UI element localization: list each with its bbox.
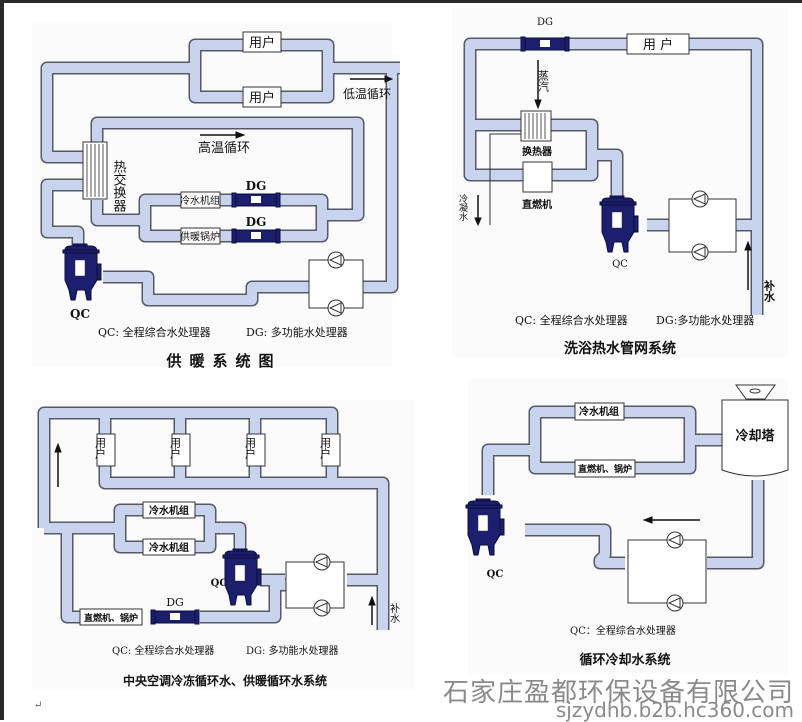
watermark-url: sjzydhb.b2b.hc360.com — [555, 698, 794, 722]
steam-label: 蒸汽 — [537, 70, 550, 92]
chiller-label: 冷水机组 — [180, 194, 220, 207]
makeup-label: 补水 — [388, 602, 400, 623]
window-top-border — [0, 0, 802, 3]
legend-qc: QC：全程综合水处理器 — [570, 624, 676, 637]
boiler-box — [180, 227, 221, 245]
pump-icon — [691, 190, 709, 208]
arrow-head-icon — [642, 516, 653, 524]
chiller-box-2 — [142, 538, 196, 556]
chiller-label: 冷水机组 — [579, 405, 619, 418]
arrow-head-icon — [534, 99, 542, 110]
pump-group — [668, 190, 737, 261]
chiller-box-1 — [142, 501, 196, 519]
high-temp-label: 高温循环 — [198, 140, 250, 156]
cooling-water-diagram: 冷水机组 直燃机、锅炉 冷却塔 QC QC：全程综合水处理器 循环冷却水系统 — [465, 378, 789, 674]
arrow-head-icon — [54, 442, 62, 453]
user-label-2: 用户 — [169, 437, 182, 460]
cooling-tower-icon — [721, 384, 789, 477]
user-box-1 — [96, 433, 116, 467]
pump-icon — [327, 299, 345, 317]
pump-icon — [327, 251, 345, 269]
user-box-2 — [242, 86, 282, 108]
pipes — [463, 37, 764, 315]
arrow-head-icon — [235, 131, 246, 139]
burner-boiler-label: 直燃机、锅炉 — [84, 612, 138, 624]
window-left-border — [0, 0, 4, 720]
user-label-1: 用户 — [249, 35, 275, 51]
direct-fired-box — [522, 161, 553, 193]
diagram-title: 供暖系统图 — [165, 352, 281, 370]
legend-qc: QC: 全程综合水处理器 — [112, 644, 214, 657]
heat-exchanger-label: 热交换器 — [111, 160, 127, 213]
heat-exchanger-icon — [82, 141, 108, 200]
user-label-3: 用户 — [244, 437, 257, 460]
legend-dg: DG: 多功能水处理器 — [246, 644, 339, 657]
qc-label: QC — [487, 569, 504, 580]
qc-label: QC — [211, 578, 228, 589]
diagram-title: 洗浴热水管网系统 — [564, 340, 676, 357]
arrow-head-icon — [368, 595, 376, 606]
panel-background — [32, 400, 414, 690]
heating-system-diagram: 用户 用户 低温循环 高温循环 热交换器 冷水机组 供暖锅炉 DG DG QC … — [32, 22, 400, 370]
cooling-tower-label: 冷却塔 — [735, 428, 775, 444]
dg-device-icon — [150, 609, 200, 625]
dg-device-icon — [231, 192, 281, 208]
dg-device-icon — [231, 228, 281, 244]
dg-label: DG — [537, 17, 553, 28]
pump-icon — [313, 553, 331, 571]
low-temp-label: 低温循环 — [343, 87, 391, 101]
legend-qc: QC: 全程综合水处理器 — [515, 313, 628, 327]
user-box-3 — [246, 433, 266, 467]
pump-icon — [691, 243, 709, 261]
pump-group — [285, 553, 345, 617]
qc-label: QC — [70, 307, 90, 321]
heat-exchanger-icon — [520, 110, 552, 142]
watermark-company: 石家庄盈都环保设备有限公司 — [442, 678, 794, 708]
chiller-label-2: 冷水机组 — [149, 541, 189, 554]
user-boxes: 用户 用户 用户 用户 — [94, 433, 341, 467]
qc-label: QC — [612, 259, 628, 270]
diagram-title: 中央空调冷冻循环水、供暖循环水系统 — [123, 673, 327, 688]
condensate-line — [489, 133, 521, 225]
legend-dg: DG: 多功能水处理器 — [246, 325, 348, 339]
dg-device-icon — [520, 36, 570, 52]
user-box-1 — [242, 31, 282, 53]
pump-icon — [313, 599, 331, 617]
dg-label-2: DG — [246, 215, 267, 229]
user-box — [626, 33, 690, 55]
dg-label: DG — [166, 596, 184, 609]
burner-boiler-box — [574, 459, 636, 478]
user-box-4 — [321, 433, 341, 467]
hvac-circulation-diagram: 用户 用户 用户 用户 冷水机组 冷水机组 QC 直燃机、锅炉 DG 补水 QC… — [32, 400, 414, 711]
boiler-label: 供暖锅炉 — [180, 230, 220, 243]
pump-icon — [666, 594, 684, 612]
diagram-title: 循环冷却水系统 — [579, 652, 670, 668]
user-label: 用 户 — [643, 37, 673, 53]
chiller-label-1: 冷水机组 — [149, 504, 189, 517]
condensate-label: 冷凝水 — [457, 193, 468, 221]
direct-fired-label: 直燃机 — [522, 198, 552, 211]
return-symbol: ↵ — [34, 700, 42, 711]
pump-group — [627, 531, 707, 612]
chiller-box — [180, 191, 221, 209]
bath-hot-water-diagram: DG 用 户 蒸汽 换热器 直燃机 冷凝水 QC 补水 QC: 全程综合水处理器… — [452, 8, 788, 358]
dg-label-1: DG — [246, 179, 267, 193]
arrow-head-icon — [744, 240, 752, 251]
chiller-box — [574, 402, 625, 421]
burner-boiler-label: 直燃机、锅炉 — [578, 463, 632, 475]
legend-qc: QC: 全程综合水处理器 — [98, 325, 211, 339]
heat-exchanger-label: 换热器 — [522, 145, 553, 158]
arrow-head-icon — [474, 217, 482, 227]
pump-icon — [666, 531, 684, 549]
makeup-label: 补水 — [763, 279, 777, 303]
burner-boiler-box — [79, 608, 143, 626]
arrow-head-icon — [384, 75, 394, 83]
pump-group — [308, 251, 364, 317]
user-label-1: 用户 — [94, 437, 107, 460]
user-label-2: 用户 — [249, 90, 275, 106]
legend-dg: DG:多功能水处理器 — [656, 313, 754, 327]
user-label-4: 用户 — [319, 437, 332, 460]
user-box-2 — [171, 433, 191, 467]
